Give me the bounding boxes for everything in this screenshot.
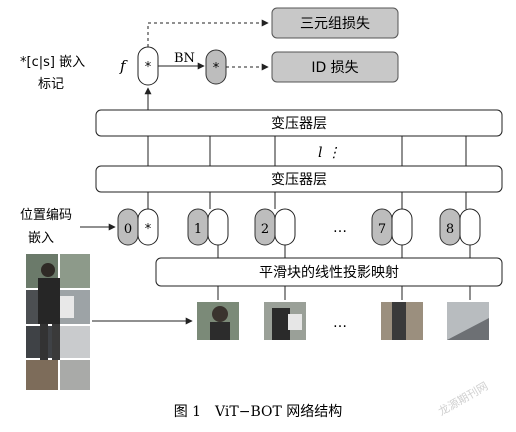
svg-text:ID 损失: ID 损失	[311, 60, 358, 76]
patch-ellipsis: …	[333, 315, 347, 331]
projection-connectors	[217, 245, 471, 300]
layer-connectors	[147, 136, 467, 209]
token-0: 0 *	[117, 208, 159, 246]
patch-thumb-2	[264, 302, 306, 340]
svg-text:2: 2	[261, 222, 269, 237]
token-2: 2	[254, 208, 296, 246]
embed-mark-label-2: 标记	[38, 77, 64, 92]
linear-projection-box: 平滑块的线性投影映射	[155, 257, 503, 287]
patch-thumb-1	[197, 302, 239, 340]
embed-mark-label: *[c|s] 嵌入	[20, 55, 85, 70]
svg-text:三元组损失: 三元组损失	[300, 16, 370, 32]
patch-thumb-8	[447, 302, 489, 340]
token-7: 7	[371, 208, 413, 246]
f-symbol: f	[119, 57, 128, 75]
input-image-patches	[26, 254, 90, 390]
patch-thumb-7	[381, 302, 423, 340]
bn-output-token: *	[205, 49, 227, 85]
svg-text:*: *	[213, 61, 220, 76]
token-1: 1	[187, 208, 229, 246]
token-ellipsis: …	[333, 220, 347, 236]
figure-caption: 图 1 ViT−BOT 网络结构	[174, 404, 343, 420]
bn-label: BN	[174, 51, 195, 66]
svg-text:8: 8	[446, 222, 454, 237]
svg-text:变压器层: 变压器层	[271, 116, 327, 132]
watermark: 龙源期刊网	[436, 379, 491, 419]
svg-text:*: *	[145, 222, 152, 237]
pos-enc-label: 位置编码	[20, 208, 72, 223]
layer-ellipsis: l ⋮	[318, 145, 341, 161]
svg-text:7: 7	[378, 222, 386, 237]
svg-text:*: *	[145, 60, 152, 75]
svg-text:平滑块的线性投影映射: 平滑块的线性投影映射	[259, 264, 399, 281]
transformer-layer-bottom: 变压器层	[95, 165, 503, 193]
transformer-layer-top: 变压器层	[95, 109, 503, 137]
svg-text:1: 1	[194, 222, 202, 237]
triplet-loss-box: 三元组损失	[271, 7, 399, 39]
id-loss-box: ID 损失	[271, 51, 399, 83]
output-class-token: *	[137, 46, 159, 86]
svg-text:0: 0	[124, 222, 132, 237]
token-8: 8	[439, 208, 481, 246]
pos-enc-label-2: 嵌入	[28, 231, 54, 246]
svg-text:变压器层: 变压器层	[271, 172, 327, 188]
